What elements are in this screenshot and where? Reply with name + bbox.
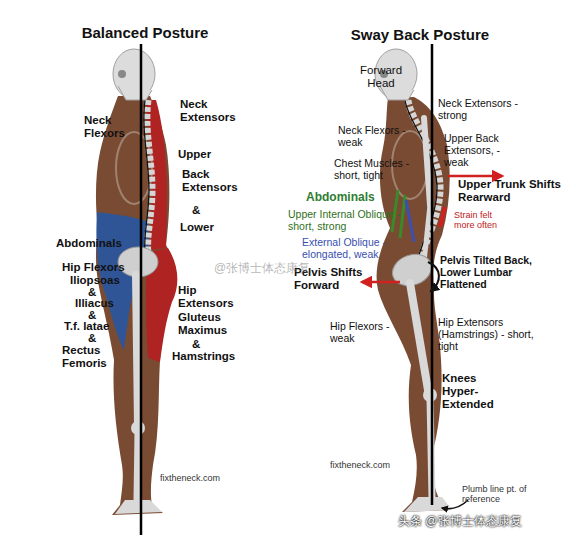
external-oblique (406, 200, 414, 242)
muscle-label: Neck Flexors - weak (338, 124, 416, 148)
humerus-bone (424, 118, 430, 205)
muscle-label: T.f. latae (64, 320, 109, 333)
forearm-bone (424, 205, 430, 262)
muscle-label: Upper Back Extensors, - weak (444, 132, 516, 168)
muscle-label: Hip Flexors - weak (330, 320, 400, 344)
muscle-label: External Oblique - elongated, weak (302, 236, 402, 260)
shift-arrow (362, 281, 400, 284)
panel-title: Balanced Posture (60, 24, 230, 41)
muscle-label: Neck Flexors (84, 114, 132, 140)
panel-title: Sway Back Posture (330, 26, 510, 43)
muscle-label: Rectus Femoris (62, 344, 114, 370)
muscle-label: Hamstrings (172, 350, 235, 363)
spine-curve (144, 100, 149, 255)
plumb-line (431, 44, 434, 505)
foot-bone (115, 500, 162, 514)
muscle-label: Back Extensors (182, 168, 246, 194)
source-credit: fixtheneck.com (160, 473, 220, 483)
muscle-label: & (88, 332, 96, 345)
strain-mark (440, 207, 445, 227)
watermark: 头条 @张博士体态康复 (398, 515, 522, 529)
muscle-label: Illiacus (75, 297, 114, 310)
posture-note: Pelvis Tilted Back, Lower Lumbar Flatten… (440, 254, 552, 290)
strain-note: Strain felt more often (454, 210, 514, 231)
femur-bone (410, 283, 428, 390)
muscle-label: Lower (180, 221, 214, 234)
muscle-label: Upper (178, 148, 211, 161)
muscle-label: Neck Extensors (180, 98, 242, 124)
eye-socket (118, 70, 126, 78)
muscle-label: Hip Extensors (Hamstrings) - short, tigh… (438, 316, 534, 352)
muscle-label: Hip Flexors (62, 261, 125, 274)
muscle-label: Hip Extensors (178, 284, 240, 310)
posture-note: Upper Trunk Shifts Rearward (458, 178, 562, 204)
internal-oblique (400, 195, 405, 238)
tilt-arrow (428, 262, 439, 291)
muscle-label: & (192, 204, 200, 217)
muscle-label: Iliopsoas (70, 274, 120, 287)
muscle-label: & (192, 338, 200, 351)
reference-note: Plumb line pt. of reference (462, 484, 532, 505)
tibia-bone (137, 432, 138, 500)
plumb-line (140, 44, 143, 535)
muscle-group-label: Abdominals (306, 191, 375, 205)
watermark: @张博士体态康复 (214, 262, 310, 276)
source-credit: fixtheneck.com (330, 460, 390, 470)
skull (113, 49, 155, 99)
jaw (118, 86, 152, 100)
shift-arrow (448, 175, 502, 178)
spine (147, 100, 152, 255)
foot-bone (404, 497, 452, 512)
posture-note: Knees Hyper-Extended (442, 372, 504, 412)
muscle-label: Gluteus Maximus (178, 311, 236, 337)
muscle-label: Chest Muscles - short, tight (334, 157, 418, 181)
muscle-label: Upper Internal Oblique - short, strong (288, 208, 412, 232)
muscle-label: Neck Extensors - strong (438, 97, 528, 121)
posture-note: Forward Head (350, 64, 412, 90)
femur-bone (136, 275, 138, 425)
muscle-label: Abdominals (56, 237, 122, 250)
